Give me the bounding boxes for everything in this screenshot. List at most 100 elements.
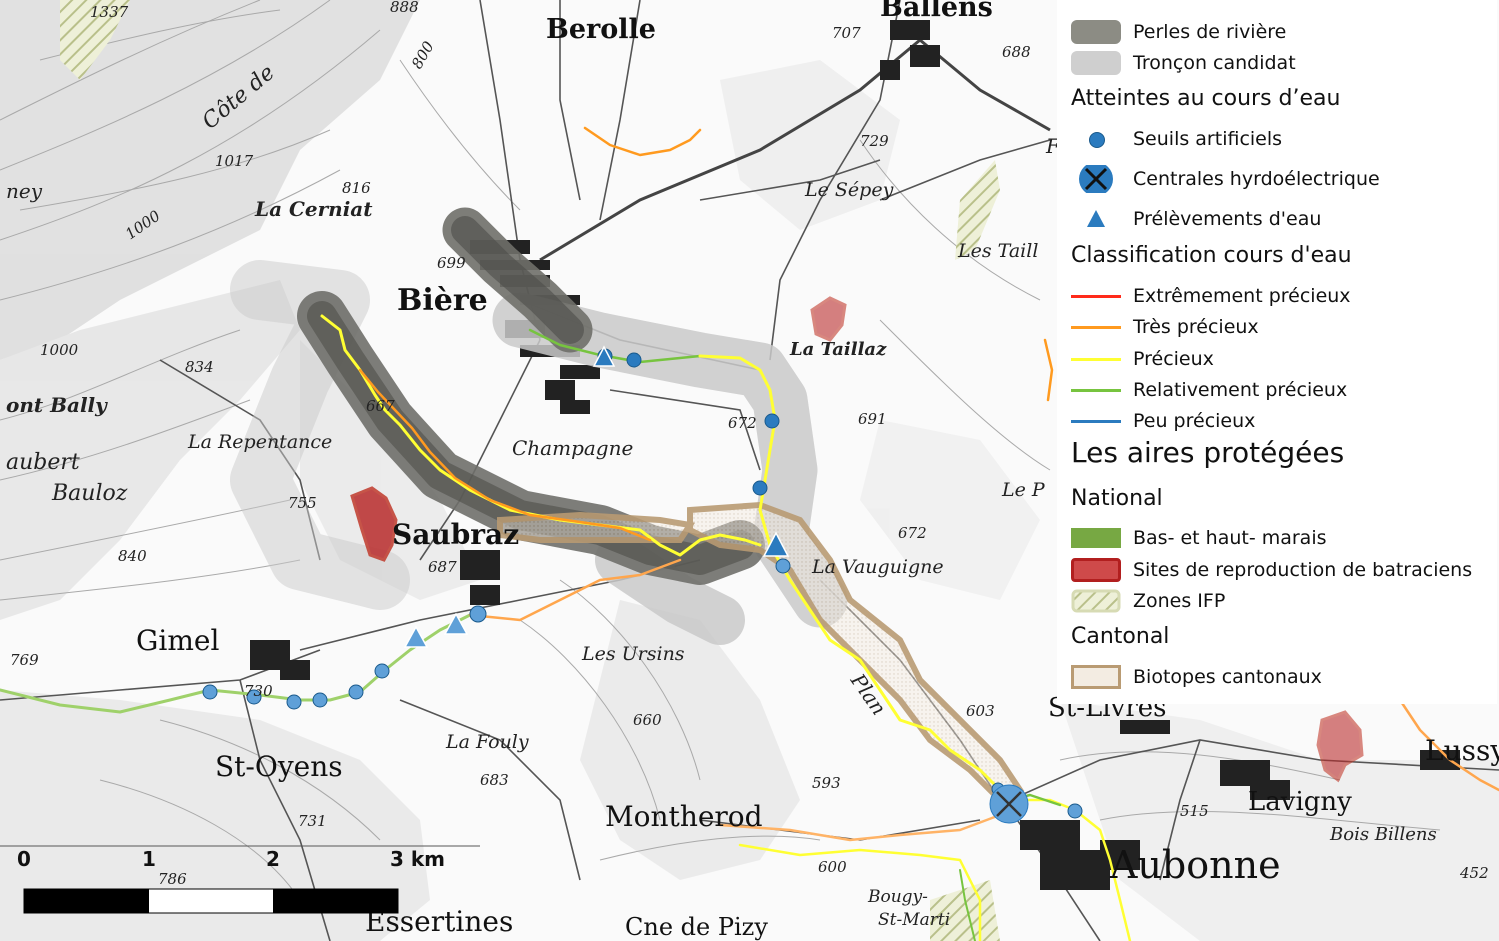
elev-729: 729 [860,132,889,150]
elevation-labels: 1337 888 707 688 729 1017 816 1000 1000 … [10,0,1489,888]
elev-593: 593 [812,774,841,792]
light-band-swatch [1071,49,1121,77]
legend-item-class-4: Relativement précieux [1071,376,1347,404]
legend-item-class-3: Précieux [1071,345,1214,373]
legend-label: Précieux [1133,348,1214,370]
weir-5 [775,558,791,574]
elev-840: 840 [118,547,147,565]
label-aubert: aubert [6,450,80,475]
legend-heading-atteintes: Atteintes au cours d’eau [1071,86,1341,111]
legend-label: Peu précieux [1133,410,1256,432]
weir-3 [764,413,780,429]
elev-600: 600 [818,858,847,876]
label-st-martin: St-Marti [878,910,950,930]
legend-item-centrales: Centrales hyrdoélectrique [1071,162,1380,196]
label-bougy: Bougy- [867,887,928,907]
red-line-swatch [1071,282,1121,310]
weir-10 [286,694,302,710]
label-ney: ney [6,179,43,203]
label-le-p: Le P [1001,479,1046,501]
elev-1017: 1017 [215,152,254,170]
elev-769: 769 [10,651,39,669]
weir-6 [469,605,487,623]
legend-item-batraciens: Sites de reproduction de batraciens [1071,556,1472,584]
elev-660: 660 [633,711,662,729]
label-la-cerniat: La Cerniat [254,197,373,221]
label-cne-pizy: Cne de Pizy [625,913,768,941]
legend-label: Perles de rivière [1133,21,1287,43]
blue-triangle-icon [1071,205,1121,233]
elev-834: 834 [185,358,214,376]
legend-heading-cantonal: Cantonal [1071,624,1170,649]
label-le-sepey: Le Sépey [804,179,894,201]
weir-12 [202,684,218,700]
legend-item-class-2: Très précieux [1071,313,1259,341]
legend-item-class-1: Extrêmement précieux [1071,282,1351,310]
orange-line-swatch [1071,313,1121,341]
elev-786: 786 [158,870,187,888]
label-champagne: Champagne [512,436,633,460]
label-lavigny: Lavigny [1248,787,1352,817]
label-lussy: Lussy [1425,734,1499,767]
elev-730: 730 [244,682,273,700]
red-fill-swatch [1071,556,1121,584]
label-la-vauguigne: La Vauguigne [811,556,944,578]
legend-label: Relativement précieux [1133,379,1348,401]
centrale-hydroelectrique [989,784,1029,824]
blue-line-swatch [1071,407,1121,435]
elev-452: 452 [1459,864,1489,882]
legend-heading-aires: Les aires protégées [1071,436,1345,469]
sites-batraciens [350,296,1364,783]
elev-603: 603 [966,702,995,720]
weir-9 [312,692,328,708]
elev-683: 683 [480,771,509,789]
legend-label: Centrales hyrdoélectrique [1133,168,1380,190]
weir-4 [752,480,768,496]
label-les-taill: Les Taill [957,240,1038,262]
scale-bar: 0 1 2 3 km [0,845,480,914]
legend-item-biotopes: Biotopes cantonaux [1071,663,1322,691]
label-saubraz: Saubraz [392,518,519,551]
withdrawal-2 [762,531,790,557]
elev-816: 816 [342,179,371,197]
legend-label: Tronçon candidat [1133,52,1296,74]
blue-dot-icon [1071,125,1121,153]
green-line-swatch [1071,376,1121,404]
elev-667: 667 [366,397,395,415]
weir-2 [626,352,642,368]
elev-672-a: 672 [728,414,757,432]
elev-1337: 1337 [90,3,129,21]
weir-11 [246,689,262,705]
weir-8 [348,684,364,700]
green-fill-swatch [1071,524,1121,552]
elev-699: 699 [437,254,466,272]
legend-item-perles: Perles de rivière [1071,18,1286,46]
withdrawal-4 [403,625,429,648]
brown-outline-swatch [1071,663,1121,691]
label-la-fouly: La Fouly [445,731,529,753]
elev-687: 687 [428,558,457,576]
legend-label: Prélèvements d'eau [1133,208,1322,230]
elev-888: 888 [390,0,419,16]
legend-item-seuils: Seuils artificiels [1071,125,1282,153]
elev-515: 515 [1180,802,1209,820]
label-bauloz: Bauloz [51,481,128,506]
label-ballens: Ballens [880,0,993,23]
legend-label: Très précieux [1133,316,1259,338]
label-la-taillaz: La Taillaz [789,339,887,360]
hatched-swatch [1071,587,1121,615]
withdrawal-1 [592,345,616,367]
scale-label-1: 1 [142,847,156,871]
elev-688: 688 [1002,43,1031,61]
label-la-repentance: La Repentance [187,431,332,453]
map-legend: Perles de rivière Tronçon candidat Attei… [1057,0,1497,704]
elev-691: 691 [858,410,887,428]
withdrawal-3 [443,612,469,635]
elev-1000-b: 1000 [40,341,79,359]
legend-item-prelevements: Prélèvements d'eau [1071,205,1321,233]
elev-707: 707 [832,24,861,42]
weir-7 [374,663,390,679]
legend-heading-classification: Classification cours d'eau [1071,243,1352,268]
legend-label: Zones IFP [1133,590,1226,612]
scale-label-2: 2 [266,847,280,871]
